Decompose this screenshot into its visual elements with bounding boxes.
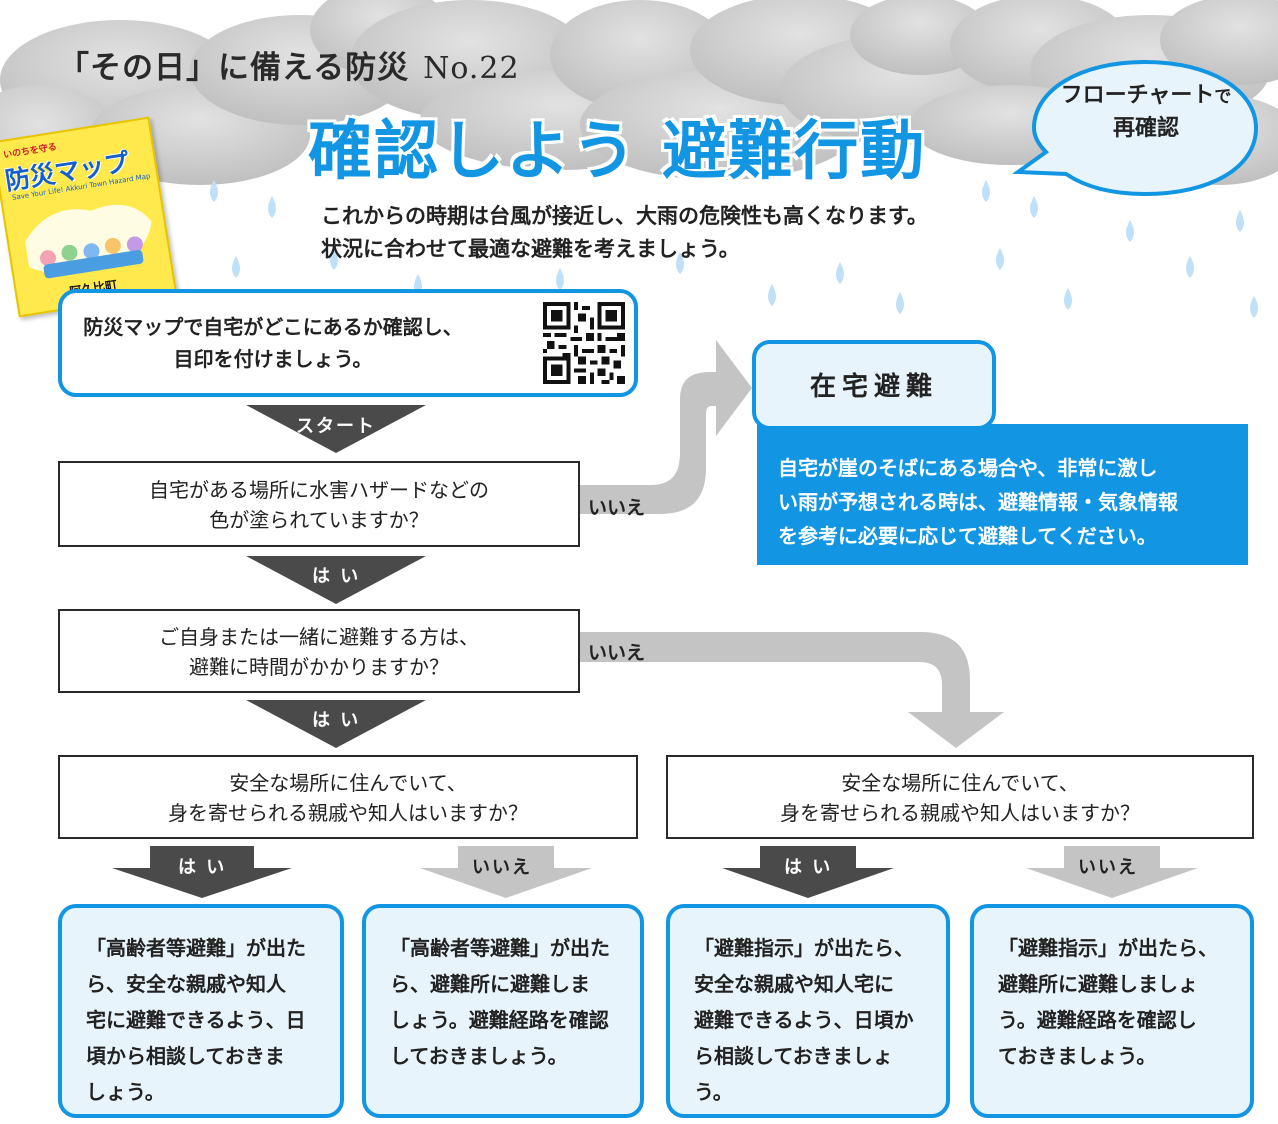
booklet-illustration — [25, 204, 152, 279]
q3-no-arrow — [420, 846, 592, 898]
result-1-line: ら、安全な親戚や知人 — [86, 972, 286, 996]
question-2-line2: 避難に時間がかかりますか？ — [189, 655, 449, 679]
result-1-line: 宅に避難できるよう、日 — [86, 1008, 306, 1032]
home-line1: 自宅が崖のそばにある場合や、非常に激し — [778, 456, 1158, 480]
q4-yes-label: は い — [784, 857, 833, 878]
result-2-line: 「高齢者等避難」が出た — [390, 936, 610, 960]
page-title: 確認しよう 避難行動 — [308, 115, 927, 189]
home-evacuation-panel — [757, 424, 1248, 565]
result-3-line: 「避難指示」が出たら、 — [694, 936, 914, 960]
result-box-3: 「避難指示」が出たら、 安全な親戚や知人宅に 避難できるよう、日頃か ら相談して… — [666, 904, 950, 1118]
result-4-line: う。避難経路を確認し — [998, 1008, 1197, 1032]
question-4-line2: 身を寄せられる親戚や知人はいますか？ — [780, 801, 1140, 825]
q1-yes-arrow — [246, 556, 426, 604]
result-1-line: しょう。 — [86, 1080, 165, 1104]
q1-yes-label: は い — [312, 566, 361, 587]
question-3-line1: 安全な場所に住んでいて、 — [229, 771, 467, 795]
question-1-line2: 色が塗られていますか？ — [209, 508, 429, 532]
question-4-line1: 安全な場所に住んでいて、 — [841, 771, 1079, 795]
home-evacuation-title-box — [752, 340, 996, 430]
result-1-line: 「高齢者等避難」が出た — [86, 936, 306, 960]
q4-yes-arrow — [722, 846, 894, 898]
home-evacuation-text: 自宅が崖のそばにある場合や、非常に激し い雨が予想される時は、避難情報・気象情報… — [778, 451, 1238, 553]
q2-no-label: いいえ — [588, 642, 646, 664]
bubble-line1-suffix: で — [1214, 87, 1232, 107]
q3-no-label: いいえ — [472, 857, 532, 878]
start-label: スタート — [296, 416, 376, 437]
speech-bubble — [1012, 59, 1259, 197]
q4-no-arrow — [1026, 846, 1198, 898]
result-3-line: 安全な親戚や知人宅に — [694, 972, 894, 996]
result-4-line: 「避難指示」が出たら、 — [998, 936, 1218, 960]
qr-code-icon[interactable] — [543, 302, 625, 384]
rain-drops — [210, 170, 1258, 318]
home-line2: い雨が予想される時は、避難情報・気象情報 — [778, 490, 1178, 514]
result-1-line: 頃から相談しておきま — [86, 1044, 285, 1068]
bubble-line1: フローチャート — [1060, 83, 1215, 108]
result-3-line: う。 — [694, 1080, 733, 1104]
intro-line1: これからの時期は台風が接近し、大雨の危険性も高くなります。 — [321, 204, 928, 228]
intro-text: これからの時期は台風が接近し、大雨の危険性も高くなります。 状況に合わせて最適な… — [321, 200, 928, 266]
result-2-line: しょう。避難経路を確認 — [390, 1008, 609, 1032]
q1-no-arrow — [580, 340, 752, 514]
q3-yes-label: は い — [178, 857, 227, 878]
question-3-left: 安全な場所に住んでいて、 身を寄せられる親戚や知人はいますか？ — [58, 755, 638, 839]
q4-no-label: いいえ — [1078, 857, 1138, 878]
question-1-line1: 自宅がある場所に水害ハザードなどの — [149, 478, 489, 502]
result-2-line: しておきましょう。 — [390, 1044, 568, 1068]
result-3-line: 避難できるよう、日頃か — [694, 1008, 914, 1032]
map-check-box — [58, 289, 638, 397]
home-evacuation-title: 在宅避難 — [809, 372, 938, 402]
bubble-text: フローチャートで 再確認 — [1046, 80, 1246, 145]
hazard-map-booklet: いのちを守る 防災マップ Save Your Life! Akkuri Town… — [0, 116, 177, 318]
q2-yes-label: は い — [312, 710, 361, 731]
result-3-line: ら相談しておきましょ — [694, 1044, 893, 1068]
question-2: ご自身または一緒に避難する方は、 避難に時間がかかりますか？ — [58, 609, 580, 693]
result-4-line: ておきましょう。 — [998, 1044, 1157, 1068]
q1-no-label: いいえ — [588, 497, 646, 519]
result-box-2: 「高齢者等避難」が出た ら、避難所に避難しま しょう。避難経路を確認 しておきま… — [362, 904, 644, 1118]
result-2-line: ら、避難所に避難しま — [390, 972, 590, 996]
map-check-line1: 防災マップで自宅がどこにあるか確認し、 — [83, 315, 463, 339]
start-arrow — [246, 405, 426, 453]
q3-yes-arrow — [112, 846, 292, 898]
series-title: 「その日」に備える防災 No.22 — [58, 42, 520, 87]
q2-yes-arrow — [246, 700, 426, 748]
question-3-line2: 身を寄せられる親戚や知人はいますか？ — [168, 801, 528, 825]
intro-line2: 状況に合わせて最適な避難を考えましょう。 — [321, 237, 740, 261]
result-box-4: 「避難指示」が出たら、 避難所に避難しましょ う。避難経路を確認し ておきましょ… — [970, 904, 1254, 1118]
question-1: 自宅がある場所に水害ハザードなどの 色が塗られていますか？ — [58, 461, 580, 547]
bubble-line2: 再確認 — [1112, 116, 1179, 141]
home-line3: を参考に必要に応じて避難してください。 — [778, 524, 1157, 548]
map-check-text: 防災マップで自宅がどこにあるか確認し、 目印を付けましょう。 — [58, 311, 488, 375]
result-box-1: 「高齢者等避難」が出た ら、安全な親戚や知人 宅に避難できるよう、日 頃から相談… — [58, 904, 344, 1118]
series-number: No.22 — [423, 51, 520, 86]
question-2-line1: ご自身または一緒に避難する方は、 — [159, 625, 479, 649]
series-name: 「その日」に備える防災 — [58, 50, 410, 86]
q2-no-arrow — [580, 632, 1004, 748]
question-3-right: 安全な場所に住んでいて、 身を寄せられる親戚や知人はいますか？ — [666, 755, 1254, 839]
map-check-line2: 目印を付けましょう。 — [173, 347, 373, 371]
result-4-line: 避難所に避難しましょ — [998, 972, 1198, 996]
